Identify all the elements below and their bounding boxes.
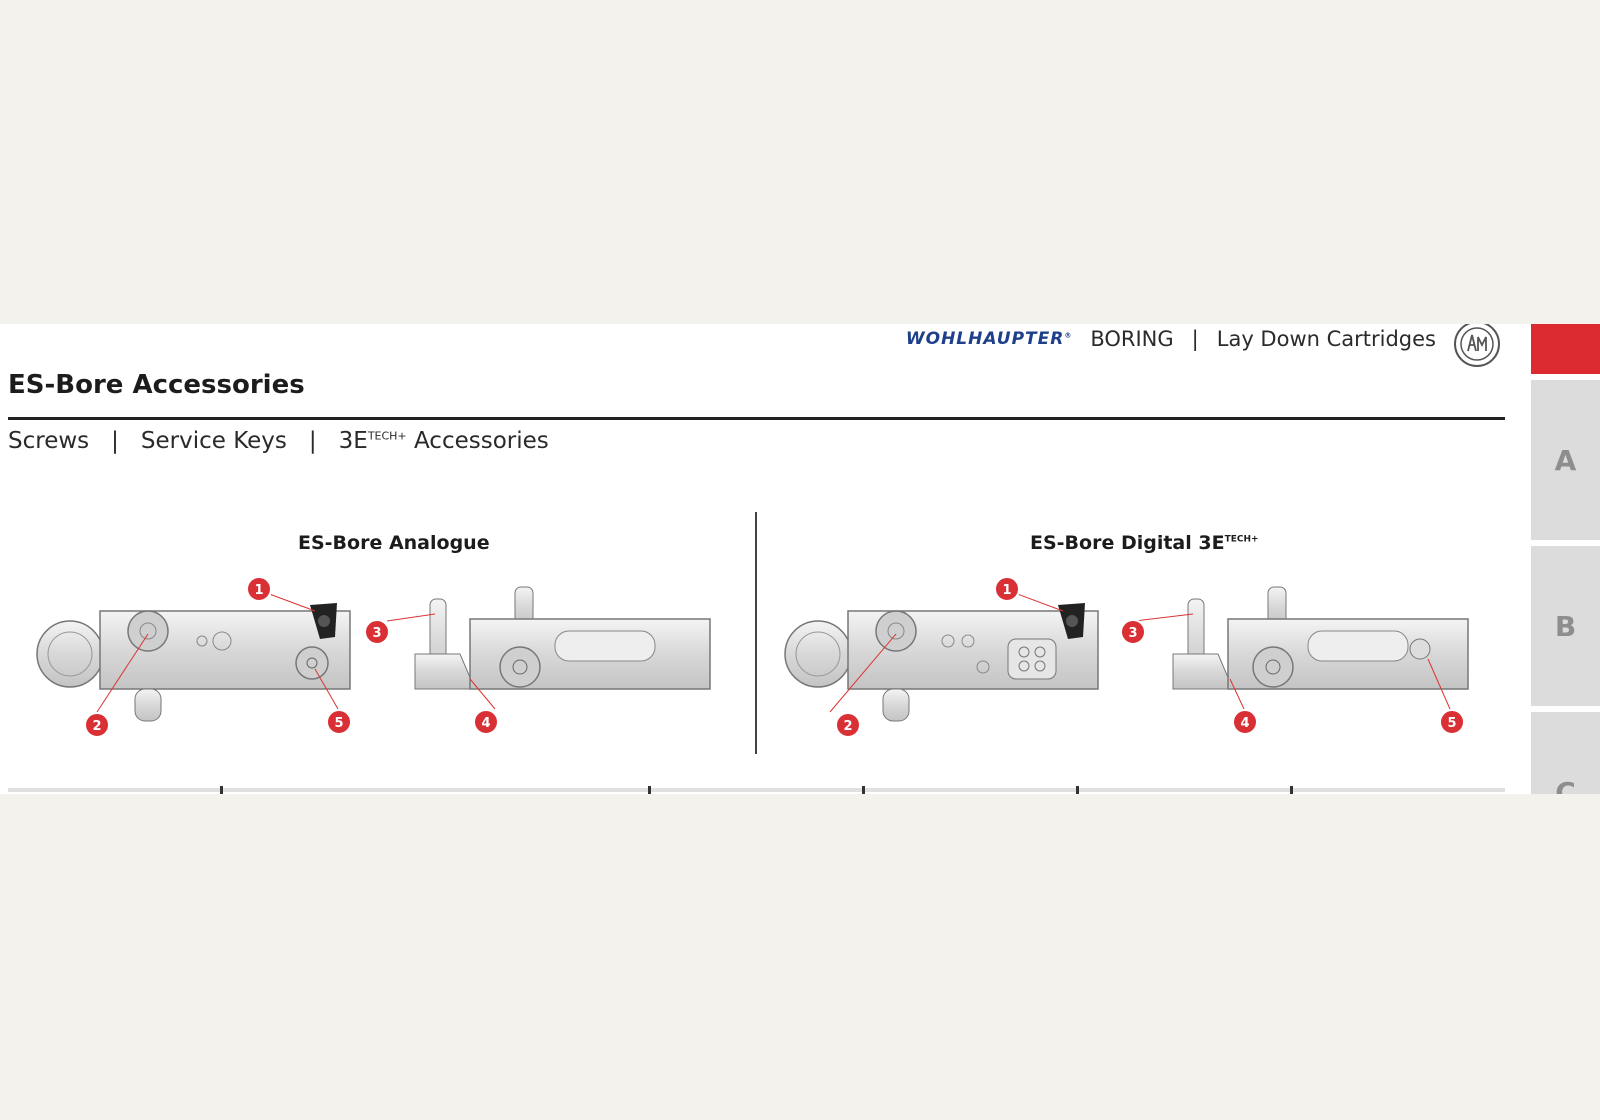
subnav-separator: | — [308, 428, 317, 454]
svg-text:2: 2 — [843, 719, 852, 734]
svg-text:3: 3 — [372, 626, 381, 641]
tab-a[interactable]: A — [1531, 380, 1600, 540]
subnav-separator: | — [111, 428, 119, 454]
svg-text:5: 5 — [334, 716, 343, 731]
callout-3: 3 — [1120, 619, 1146, 645]
page-header: WOHLHAUPTER® BORING | Lay Down Cartridge… — [905, 324, 1500, 367]
callout-1: 1 — [994, 576, 1020, 602]
title-rule — [8, 417, 1505, 420]
table-top-rule — [8, 788, 1505, 792]
header-separator: | — [1191, 327, 1199, 351]
catalog-page: WOHLHAUPTER® BORING | Lay Down Cartridge… — [0, 324, 1600, 794]
subnav: Screws | Service Keys | 3ETECH+ Accessor… — [8, 428, 549, 454]
table-column-tick — [648, 786, 651, 794]
svg-text:3: 3 — [1128, 626, 1137, 641]
header-subsection: Lay Down Cartridges — [1216, 327, 1436, 351]
table-column-tick — [1076, 786, 1079, 794]
svg-text:5: 5 — [1447, 716, 1456, 731]
callout-2: 2 — [835, 712, 861, 738]
callout-5: 5 — [326, 709, 352, 735]
svg-text:1: 1 — [254, 583, 263, 598]
svg-text:4: 4 — [1240, 716, 1249, 731]
section-tabs: A B C — [1531, 324, 1600, 794]
seal-logo-icon — [1454, 324, 1500, 367]
header-section: BORING — [1090, 327, 1174, 351]
callout-3: 3 — [364, 619, 390, 645]
brand-logo: WOHLHAUPTER® — [905, 329, 1073, 349]
svg-text:2: 2 — [92, 719, 101, 734]
subnav-3etech-accessories[interactable]: 3ETECH+ Accessories — [338, 428, 549, 454]
active-section-marker — [1531, 324, 1600, 374]
page-title: ES-Bore Accessories — [8, 370, 305, 400]
table-column-tick — [862, 786, 865, 794]
digital-title: ES-Bore Digital 3ETECH+ — [1030, 532, 1259, 554]
tab-b[interactable]: B — [1531, 546, 1600, 706]
digital-cartridge-drawing: 1 2 3 4 5 — [784, 576, 1469, 738]
subnav-service-keys[interactable]: Service Keys — [140, 428, 287, 454]
table-column-tick — [220, 786, 223, 794]
table-column-tick — [1290, 786, 1293, 794]
section-divider — [755, 512, 757, 754]
analogue-cartridge-drawing: 1 2 3 4 5 — [36, 576, 711, 738]
analogue-title: ES-Bore Analogue — [298, 532, 490, 554]
callout-1: 1 — [246, 576, 272, 602]
svg-text:4: 4 — [481, 716, 490, 731]
subnav-screws[interactable]: Screws — [8, 428, 90, 454]
svg-text:1: 1 — [1002, 583, 1011, 598]
callout-5: 5 — [1439, 709, 1465, 735]
callout-4: 4 — [473, 709, 499, 735]
tab-c[interactable]: C — [1531, 712, 1600, 794]
callout-2: 2 — [84, 712, 110, 738]
callout-4: 4 — [1232, 709, 1258, 735]
